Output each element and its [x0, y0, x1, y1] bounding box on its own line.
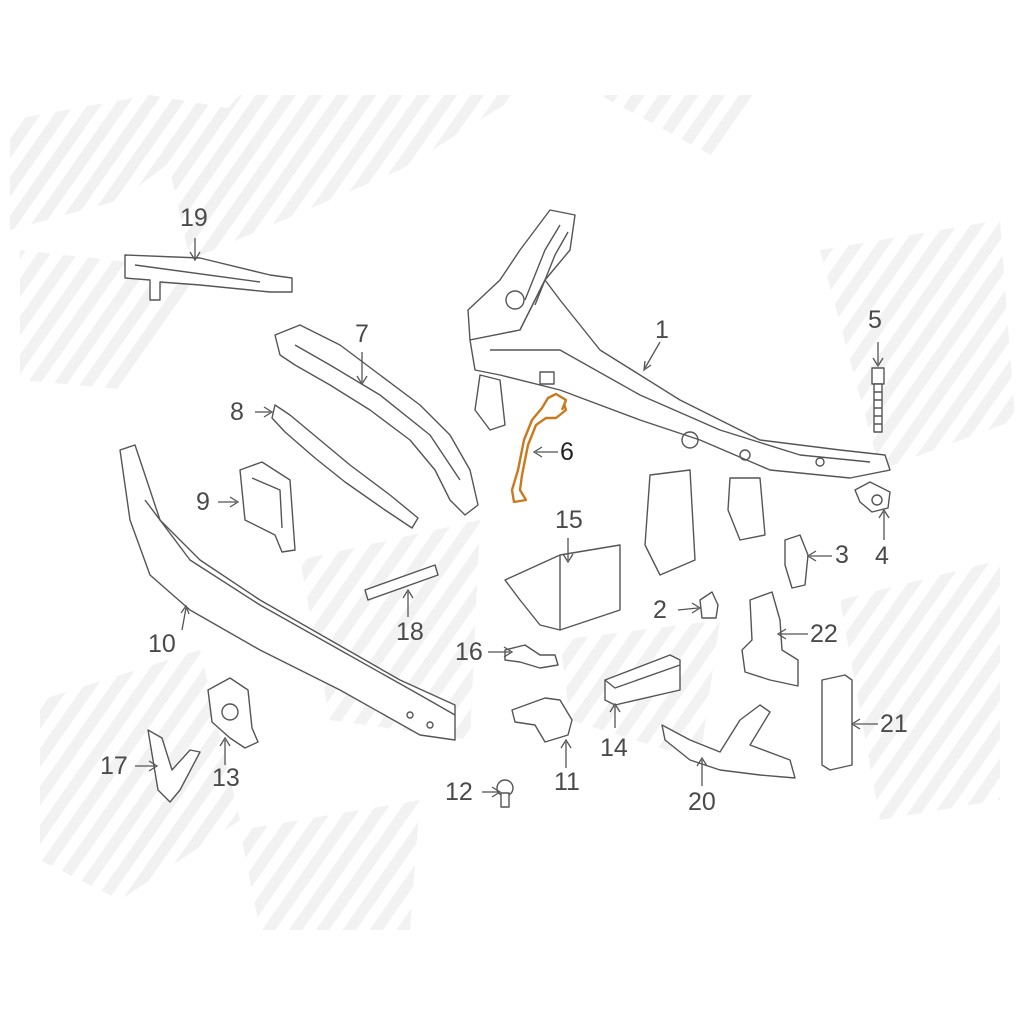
part-7-upper-crossmember: [274, 324, 479, 516]
part-10-bumper-beam: [119, 444, 456, 741]
part-4-bracket: [854, 481, 891, 513]
part-2-block: [699, 591, 719, 619]
callout-9: 9: [196, 488, 210, 516]
callout-21: 21: [880, 710, 908, 738]
callout-7: 7: [355, 320, 369, 348]
callout-12: 12: [445, 778, 473, 806]
part-17-bracket: [147, 729, 201, 803]
watermark: [10, 95, 1015, 930]
callout-14: 14: [600, 734, 628, 762]
callout-6: 6: [560, 438, 574, 466]
part-15-housing: [504, 544, 621, 631]
leader-lines: [135, 238, 890, 798]
callout-13: 13: [212, 764, 240, 792]
part-21-column: [821, 674, 853, 771]
callout-17: 17: [100, 752, 128, 780]
callout-16: 16: [455, 638, 483, 666]
callout-20: 20: [688, 788, 716, 816]
part-19-bracket: [124, 254, 293, 301]
callout-4: 4: [875, 542, 889, 570]
part-1-front-carrier: [467, 209, 891, 576]
callout-11: 11: [554, 768, 580, 796]
callout-15: 15: [555, 506, 583, 534]
part-3-bracket: [784, 534, 809, 589]
part-13-mount: [207, 677, 259, 749]
part-14-block: [604, 654, 681, 706]
part-8-strip: [271, 404, 419, 529]
callout-5: 5: [868, 306, 882, 334]
callout-1: 1: [655, 316, 669, 344]
part-16-clip: [504, 644, 559, 669]
part-11-bracket: [511, 697, 573, 743]
callout-18: 18: [396, 618, 424, 646]
callout-2: 2: [653, 596, 667, 624]
part-18-plate: [364, 564, 439, 601]
callout-19: 19: [180, 204, 208, 232]
callout-22: 22: [810, 620, 838, 648]
part-12-bolt: [496, 779, 514, 808]
part-20-frame-arm: [661, 704, 796, 779]
part-5-bolt: [871, 367, 885, 433]
callout-8: 8: [230, 398, 244, 426]
callout-10: 10: [148, 630, 176, 658]
part-9-mount: [239, 461, 296, 553]
callout-3: 3: [835, 541, 849, 569]
part-22-bracket: [741, 591, 799, 687]
part-6-hood-latch-bracket: [510, 392, 568, 504]
